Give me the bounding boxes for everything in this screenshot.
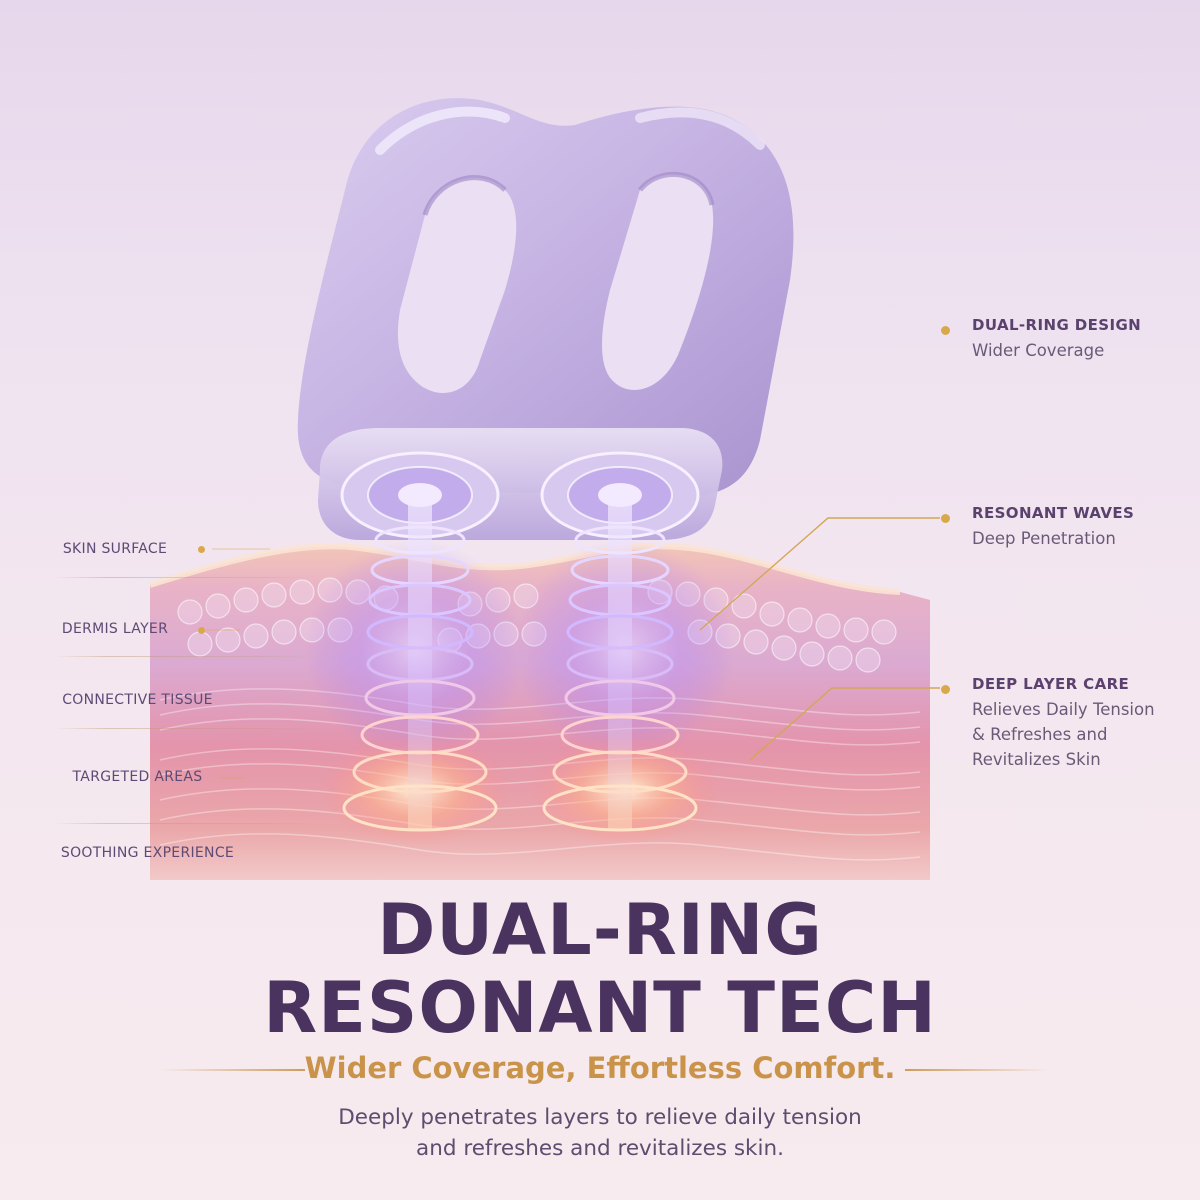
callout-title: DEEP LAYER CARE [972, 675, 1130, 693]
callout-dot-icon [941, 514, 950, 523]
body-line: and refreshes and revitalizes skin. [416, 1136, 784, 1161]
callout-line: Relieves Daily Tension [972, 700, 1155, 719]
callout-deep-layer-care: DEEP LAYER CARE Relieves Daily Tension &… [972, 675, 1155, 772]
subheadline: Wider Coverage, Effortless Comfort. [304, 1051, 896, 1085]
subheadline-rule-left [160, 1069, 305, 1071]
callout-leaders [699, 329, 940, 761]
callout-description: Relieves Daily Tension & Refreshes and R… [972, 697, 1155, 772]
layer-dot-icon [198, 627, 205, 634]
callout-title: RESONANT WAVES [972, 504, 1135, 522]
callout-line: Deep Penetration [972, 529, 1116, 548]
callout-resonant-waves: RESONANT WAVES Deep Penetration [972, 504, 1134, 551]
headline-line-2: RESONANT TECH [263, 967, 937, 1049]
left-leaders [206, 548, 270, 779]
layer-label-dermis: DERMIS LAYER [61, 621, 169, 637]
layer-label-targeted-areas: TARGETED AREAS [72, 769, 203, 785]
callout-dot-icon [941, 326, 950, 335]
resonant-wave-rings [342, 500, 698, 832]
callout-line: & Refreshes and [972, 725, 1108, 744]
massager-device-illustration [297, 98, 794, 540]
callout-line: Wider Coverage [972, 341, 1105, 360]
callout-dot-icon [941, 685, 950, 694]
body-description: Deeply penetrates layers to relieve dail… [0, 1102, 1200, 1164]
callout-title: DUAL-RING DESIGN [972, 316, 1142, 334]
callout-description: Wider Coverage [972, 338, 1141, 363]
callout-line: Revitalizes Skin [972, 750, 1101, 769]
callout-dual-ring-design: DUAL-RING DESIGN Wider Coverage [972, 316, 1141, 363]
headline-line-1: DUAL-RING [377, 889, 823, 971]
layer-dot-icon [198, 546, 205, 553]
layer-divider [55, 577, 315, 578]
layer-divider [55, 728, 315, 729]
layer-divider [55, 823, 315, 824]
subheadline-rule-right [905, 1069, 1050, 1071]
callout-description: Deep Penetration [972, 526, 1134, 551]
layer-label-skin-surface: SKIN SURFACE [62, 541, 168, 557]
body-line: Deeply penetrates layers to relieve dail… [338, 1105, 862, 1130]
layer-label-connective-tissue: CONNECTIVE TISSUE [62, 692, 213, 708]
layer-label-soothing-experience: SOOTHING EXPERIENCE [60, 845, 235, 861]
layer-divider [55, 656, 315, 657]
